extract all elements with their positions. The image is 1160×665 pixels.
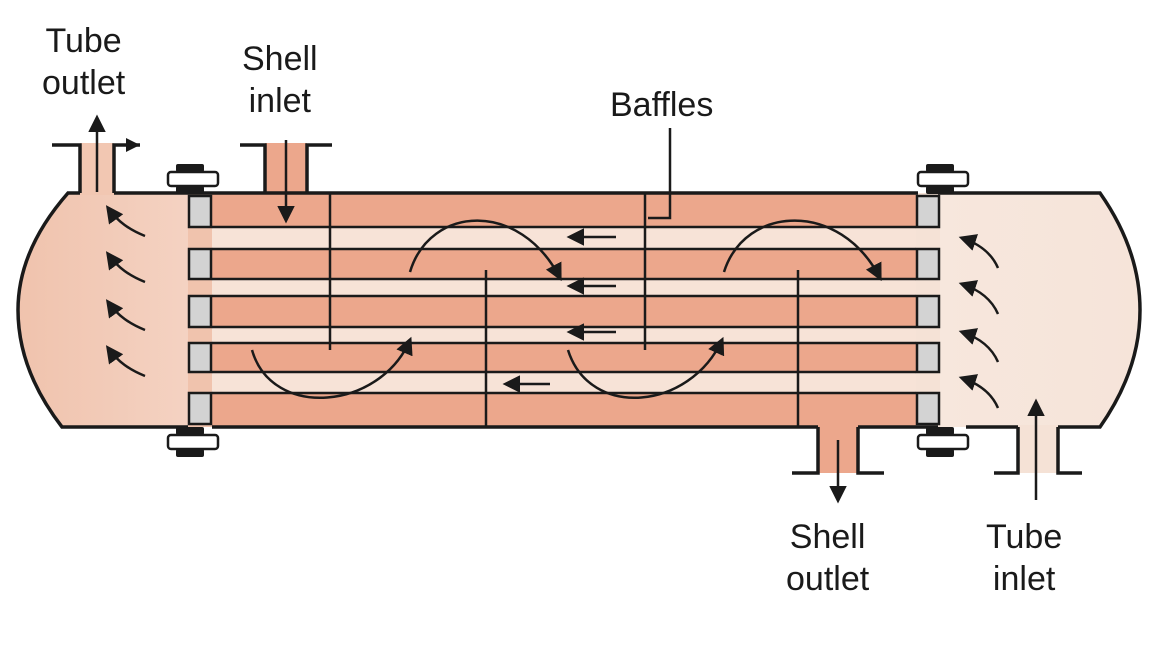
tube-1 — [212, 227, 916, 249]
tube-inlet-label-line2: inlet — [992, 560, 1056, 598]
tube-inlet-label: Tube inlet — [986, 516, 1062, 600]
tubesheet-segment — [187, 194, 213, 229]
tube-outlet-flag — [126, 138, 140, 152]
tubesheet-segment — [187, 247, 213, 281]
shell-outlet-label-line1: Shell — [789, 518, 866, 556]
tube-flow-arrows — [502, 228, 616, 393]
right-head — [938, 193, 1140, 427]
flange-bolts — [166, 164, 970, 457]
tubesheets — [187, 193, 941, 427]
tube-outlet-label: Tube outlet — [42, 20, 125, 104]
exchanger-outline — [16, 191, 1142, 429]
left-head — [18, 193, 188, 427]
tube-outlet-label-line1: Tube — [45, 22, 122, 60]
shell-outlet-nozzle — [792, 427, 884, 475]
shell-inlet-label-line1: Shell — [242, 40, 318, 78]
tubesheet-segment — [187, 341, 213, 374]
tube-inlet-nozzle — [994, 427, 1082, 475]
tube-3 — [212, 327, 916, 343]
nozzle-flow-arrows — [88, 114, 1045, 504]
shell-inlet-label: Shell inlet — [242, 38, 318, 122]
tubesheet-segment — [915, 194, 941, 229]
tube-inlet-label-line1: Tube — [986, 518, 1063, 556]
shell-outlet-label: Shell outlet — [786, 516, 869, 600]
tubesheet-segment — [915, 391, 941, 426]
baffles — [328, 193, 800, 427]
shell-inlet-nozzle — [240, 143, 332, 193]
tube-outlet-label-line2: outlet — [42, 64, 126, 102]
baffles-label: Baffles — [610, 86, 714, 124]
shell-outlet-label-line2: outlet — [786, 560, 870, 598]
tubesheet-segment — [915, 294, 941, 329]
tubesheet-segment — [915, 341, 941, 374]
tube-4 — [212, 372, 916, 393]
right-head-arrows — [958, 234, 1000, 409]
shell-inlet-label-line2: inlet — [248, 82, 311, 120]
baffles-leader-line — [648, 128, 672, 220]
tube-inlet-nozzle-fill — [1018, 425, 1058, 473]
tubesheet-segment — [915, 247, 941, 281]
tube-2 — [212, 279, 916, 296]
left-head-arrows — [105, 205, 146, 378]
tubesheet-segment — [187, 391, 213, 426]
tubesheet-segment — [187, 294, 213, 329]
shell-flow-arrows — [250, 219, 882, 400]
